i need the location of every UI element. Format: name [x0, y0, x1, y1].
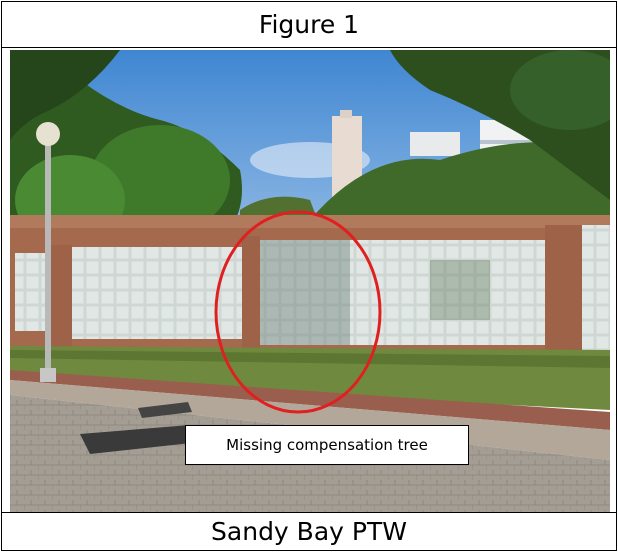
figure-title: Figure 1: [2, 2, 616, 48]
missing-tree-callout: Missing compensation tree: [185, 425, 469, 465]
site-photo: [10, 50, 610, 512]
figure-caption: Sandy Bay PTW: [2, 512, 616, 550]
